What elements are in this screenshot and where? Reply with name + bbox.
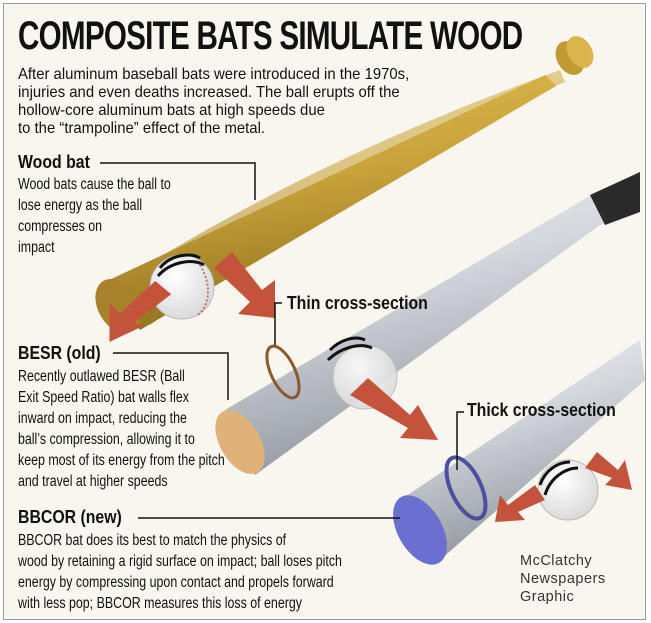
intro-line: injuries and even deaths increased. The … bbox=[18, 84, 400, 101]
credit-line: Graphic bbox=[520, 589, 575, 605]
intro-text: After aluminum baseball bats were introd… bbox=[18, 66, 409, 138]
desc-line: wood by retaining a rigid surface on imp… bbox=[18, 553, 342, 570]
besr-bat bbox=[215, 172, 640, 475]
intro-line: hollow-core aluminum bats at high speeds… bbox=[18, 102, 325, 119]
desc-line: Wood bats cause the ball to bbox=[18, 176, 171, 193]
page-title: COMPOSITE BATS SIMULATE WOOD bbox=[18, 14, 523, 58]
credit: McClatchy Newspapers Graphic bbox=[520, 552, 606, 606]
credit-line: McClatchy bbox=[520, 553, 593, 569]
desc-line: and travel at higher speeds bbox=[18, 473, 168, 490]
wood-arrow-2 bbox=[109, 280, 172, 342]
desc-line: BBCOR bat does its best to match the phy… bbox=[18, 532, 287, 549]
desc-line: keep most of its energy from the pitch bbox=[18, 452, 225, 469]
desc-line: compresses on bbox=[18, 218, 103, 235]
bbcor-label: BBCOR (new) bbox=[18, 507, 122, 527]
leader-lines bbox=[100, 162, 464, 519]
desc-line: with less pop; BBCOR measures this loss … bbox=[18, 595, 302, 612]
desc-line: inward on impact, reducing the bbox=[18, 410, 187, 427]
desc-line: ball’s compression, allowing it to bbox=[18, 431, 195, 448]
thick-cross-section-label: Thick cross-section bbox=[467, 400, 616, 420]
intro-line: to the “trampoline” effect of the metal. bbox=[18, 120, 266, 137]
thin-cross-section-label: Thin cross-section bbox=[287, 293, 428, 313]
intro-line: After aluminum baseball bats were introd… bbox=[18, 66, 410, 83]
besr-description: Recently outlawed BESR (Ball Exit Speed … bbox=[18, 366, 225, 492]
besr-label: BESR (old) bbox=[18, 343, 101, 363]
credit-line: Newspapers bbox=[520, 571, 606, 587]
wood-arrow-1 bbox=[214, 252, 275, 318]
desc-line: lose energy as the ball bbox=[18, 197, 143, 214]
desc-line: Exit Speed Ratio) bat walls flex bbox=[18, 389, 189, 406]
bbcor-description: BBCOR bat does its best to match the phy… bbox=[18, 530, 342, 614]
wood-bat-description: Wood bats cause the ball to lose energy … bbox=[18, 174, 171, 258]
desc-line: energy by compressing upon contact and p… bbox=[18, 574, 334, 591]
desc-line: impact bbox=[18, 239, 55, 256]
bbcor-bat bbox=[393, 340, 645, 565]
wood-bat-label: Wood bat bbox=[18, 152, 90, 172]
desc-line: Recently outlawed BESR (Ball bbox=[18, 368, 185, 385]
